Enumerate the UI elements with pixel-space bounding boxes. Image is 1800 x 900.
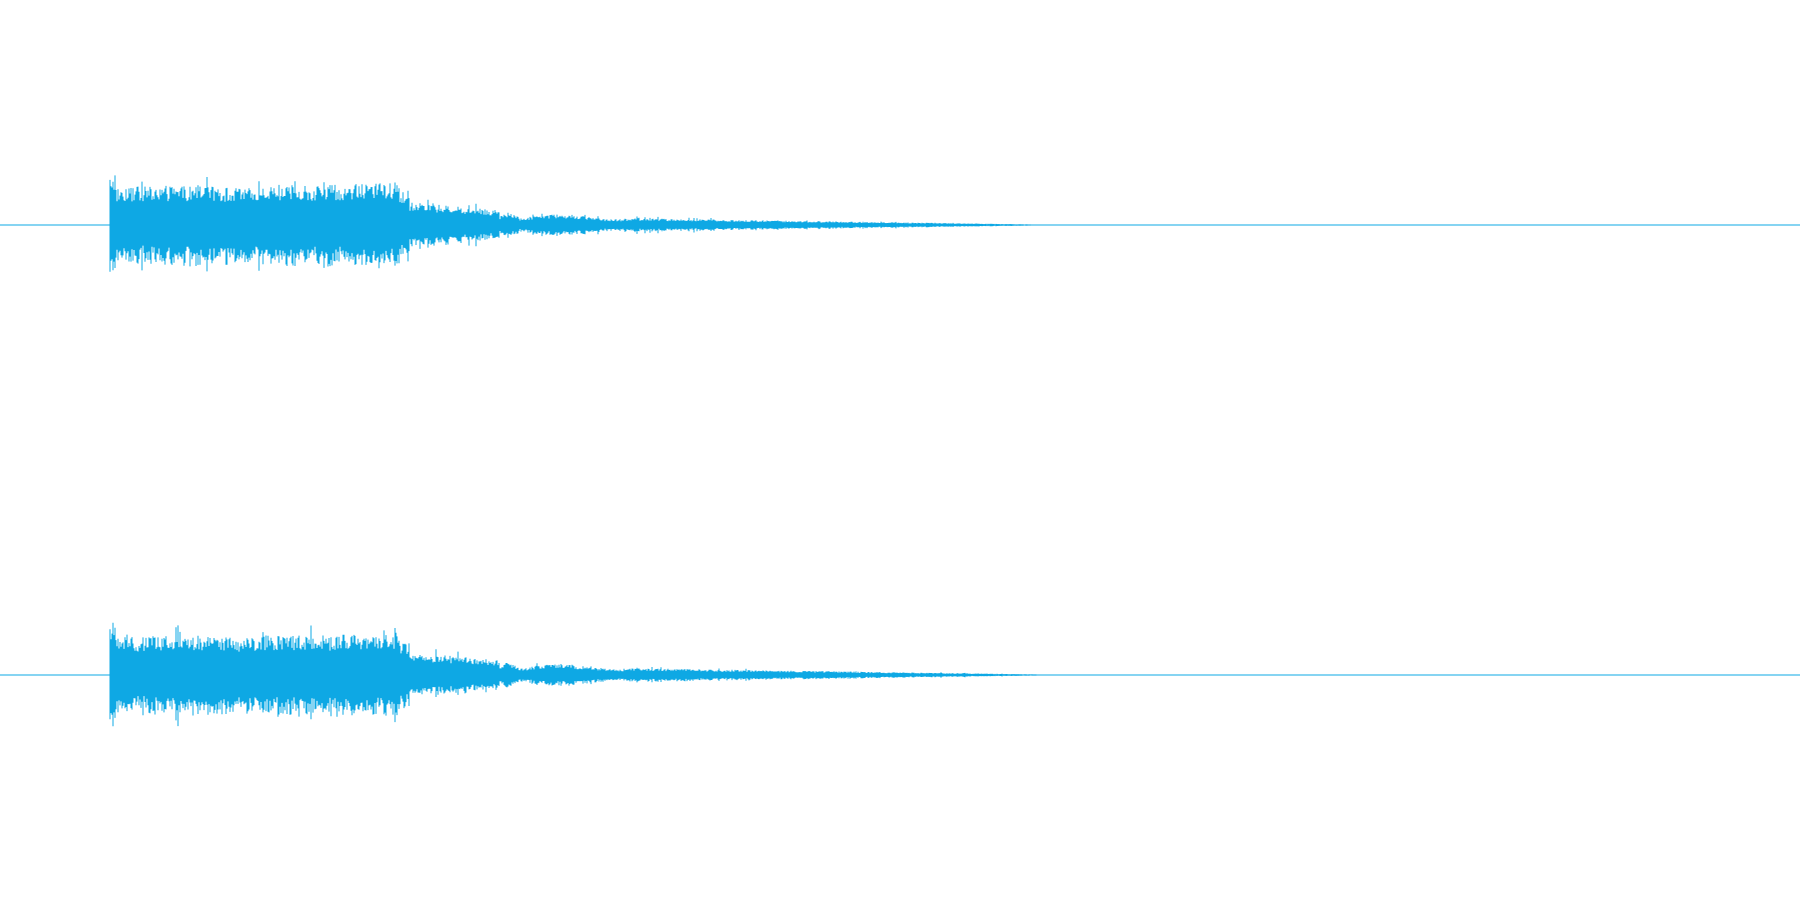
waveform-trace-right [109,622,1040,727]
waveform-right-svg [0,622,1800,727]
waveform-trace-left [109,175,1035,272]
waveform-channel-right [0,450,1800,900]
waveform-left-svg [0,175,1800,272]
waveform-channel-left [0,175,1800,272]
